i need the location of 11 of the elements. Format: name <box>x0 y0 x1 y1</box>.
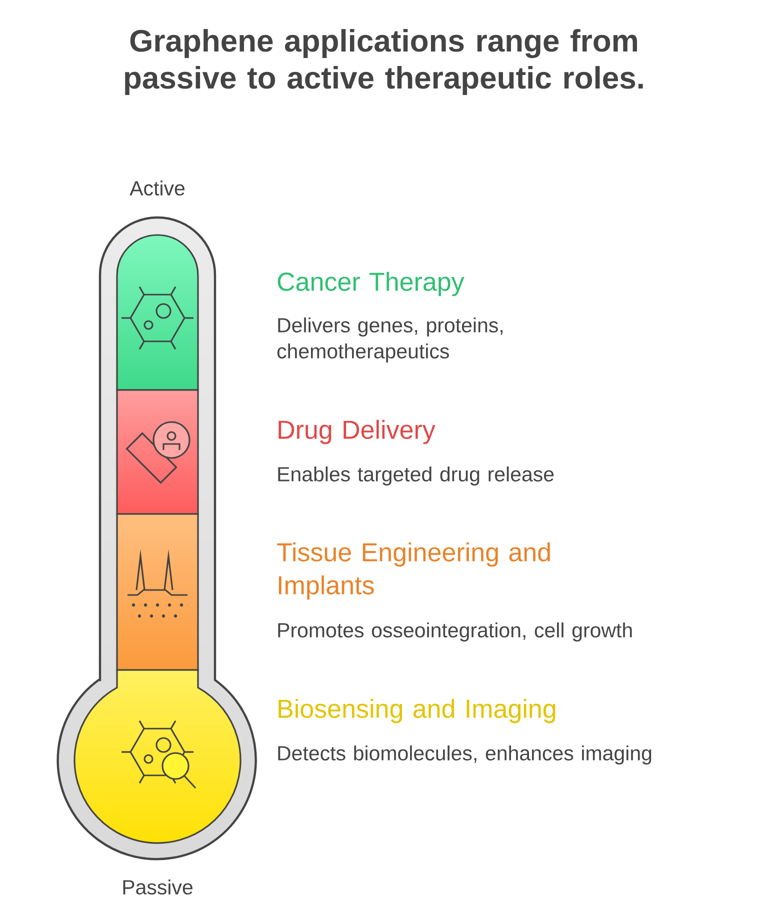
title: Graphene applications range from passive to active therapeutic roles. <box>125 29 643 95</box>
heading: Tissue Engineering and Implants <box>277 542 550 600</box>
heading: Biosensing and Imaging <box>278 698 556 724</box>
description: Promotes osseointegration, cell growth <box>278 622 632 642</box>
heading: Drug Delivery <box>278 420 436 444</box>
scale-label: Passive <box>123 879 192 895</box>
description: Enables targeted drug release <box>278 466 554 486</box>
description: Delivers genes, proteins, chemotherapeutics <box>277 317 503 363</box>
description: Detects biomolecules, enhances imaging <box>278 745 652 765</box>
scale-label: Active <box>130 180 184 196</box>
heading: Cancer Therapy <box>278 272 464 296</box>
